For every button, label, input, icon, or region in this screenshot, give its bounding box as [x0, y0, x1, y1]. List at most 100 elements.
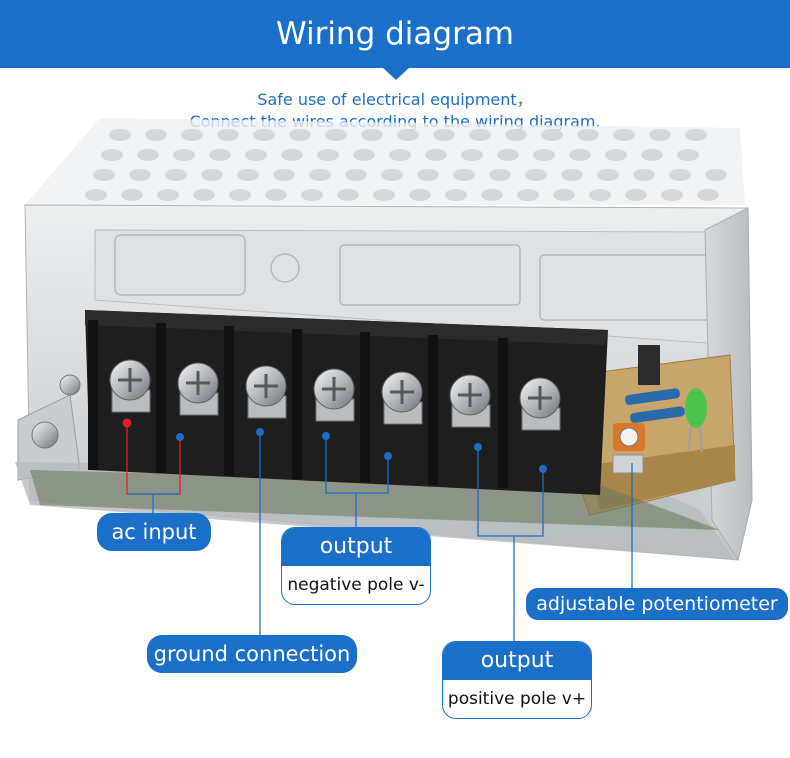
vent-hole	[705, 169, 727, 181]
ground-connection-label: ground connection	[147, 635, 357, 673]
vent-hole	[453, 169, 475, 181]
output-negative-title: output	[282, 528, 430, 566]
vent-hole	[337, 189, 359, 201]
vent-holes	[85, 129, 727, 201]
pcb-components	[612, 345, 707, 474]
output-positive-title: output	[443, 642, 591, 680]
vent-hole	[589, 189, 611, 201]
vent-hole	[193, 189, 215, 201]
vent-hole	[533, 149, 555, 161]
vent-hole	[481, 189, 503, 201]
vent-hole	[633, 169, 655, 181]
vent-hole	[93, 169, 115, 181]
header-banner: Wiring diagram	[0, 0, 790, 68]
vent-hole	[417, 169, 439, 181]
terminal-screw	[88, 320, 151, 470]
vent-hole	[181, 129, 203, 141]
vent-hole	[381, 169, 403, 181]
header-title: Wiring diagram	[275, 16, 515, 52]
terminal-screw	[292, 329, 355, 479]
vent-hole	[469, 129, 491, 141]
terminal-screw	[428, 335, 491, 485]
vent-hole	[325, 129, 347, 141]
vent-hole	[561, 169, 583, 181]
vent-hole	[409, 189, 431, 201]
output-positive-detail: positive pole v+	[447, 689, 587, 709]
vent-hole	[677, 149, 699, 161]
vent-hole	[209, 149, 231, 161]
vent-hole	[361, 129, 383, 141]
vent-hole	[101, 149, 123, 161]
vent-hole	[289, 129, 311, 141]
potentiometer-component	[612, 423, 645, 474]
vent-hole	[85, 189, 107, 201]
vent-hole	[121, 189, 143, 201]
vent-hole	[237, 169, 259, 181]
vent-hole	[445, 189, 467, 201]
vent-hole	[697, 189, 719, 201]
ac-input-text: ac input	[111, 520, 197, 544]
vent-hole	[129, 169, 151, 181]
vent-hole	[613, 129, 635, 141]
vent-hole	[505, 129, 527, 141]
terminal-screw	[360, 332, 423, 482]
subtitle-line-1: Safe use of electrical equipment，	[257, 90, 533, 109]
vent-hole	[253, 129, 275, 141]
terminal-screws	[88, 320, 561, 488]
vent-hole	[245, 149, 267, 161]
vent-hole	[145, 129, 167, 141]
leader-lines	[126, 423, 633, 642]
vent-hole	[173, 149, 195, 161]
vent-hole	[661, 189, 683, 201]
vent-hole	[541, 129, 563, 141]
vent-hole	[345, 169, 367, 181]
vent-hole	[461, 149, 483, 161]
terminal-screw	[156, 323, 219, 473]
vent-hole	[525, 169, 547, 181]
vent-hole	[625, 189, 647, 201]
vent-hole	[373, 189, 395, 201]
vent-hole	[201, 169, 223, 181]
vent-hole	[157, 189, 179, 201]
vent-hole	[137, 149, 159, 161]
vent-hole	[577, 129, 599, 141]
ground-connection-text: ground connection	[153, 642, 351, 666]
vent-hole	[389, 149, 411, 161]
terminal-block	[85, 310, 608, 495]
vent-hole	[597, 169, 619, 181]
vent-hole	[649, 129, 671, 141]
vent-hole	[669, 169, 691, 181]
vent-hole	[489, 169, 511, 181]
vent-hole	[281, 149, 303, 161]
vent-hole	[353, 149, 375, 161]
vent-hole	[497, 149, 519, 161]
vent-hole	[433, 129, 455, 141]
adjustable-potentiometer-text: adjustable potentiometer	[536, 593, 778, 615]
vent-hole	[317, 149, 339, 161]
vent-hole	[265, 189, 287, 201]
vent-hole	[641, 149, 663, 161]
vent-hole	[109, 129, 131, 141]
vent-hole	[425, 149, 447, 161]
casing-top	[25, 118, 745, 205]
vent-hole	[553, 189, 575, 201]
terminal-screw	[224, 326, 287, 476]
vent-hole	[229, 189, 251, 201]
output-negative-box: output negative pole v-	[281, 527, 431, 605]
vent-hole	[605, 149, 627, 161]
vent-hole	[217, 129, 239, 141]
vent-hole	[685, 129, 707, 141]
terminal-screw	[498, 338, 561, 488]
vent-hole	[165, 169, 187, 181]
vent-hole	[397, 129, 419, 141]
connection-dots	[122, 418, 547, 473]
ac-live-dot	[122, 418, 132, 428]
vent-hole	[273, 169, 295, 181]
header-notch	[382, 67, 410, 80]
led-indicator	[685, 388, 707, 453]
ac-input-label: ac input	[97, 513, 211, 551]
output-negative-detail: negative pole v-	[287, 575, 425, 595]
vent-hole	[301, 189, 323, 201]
